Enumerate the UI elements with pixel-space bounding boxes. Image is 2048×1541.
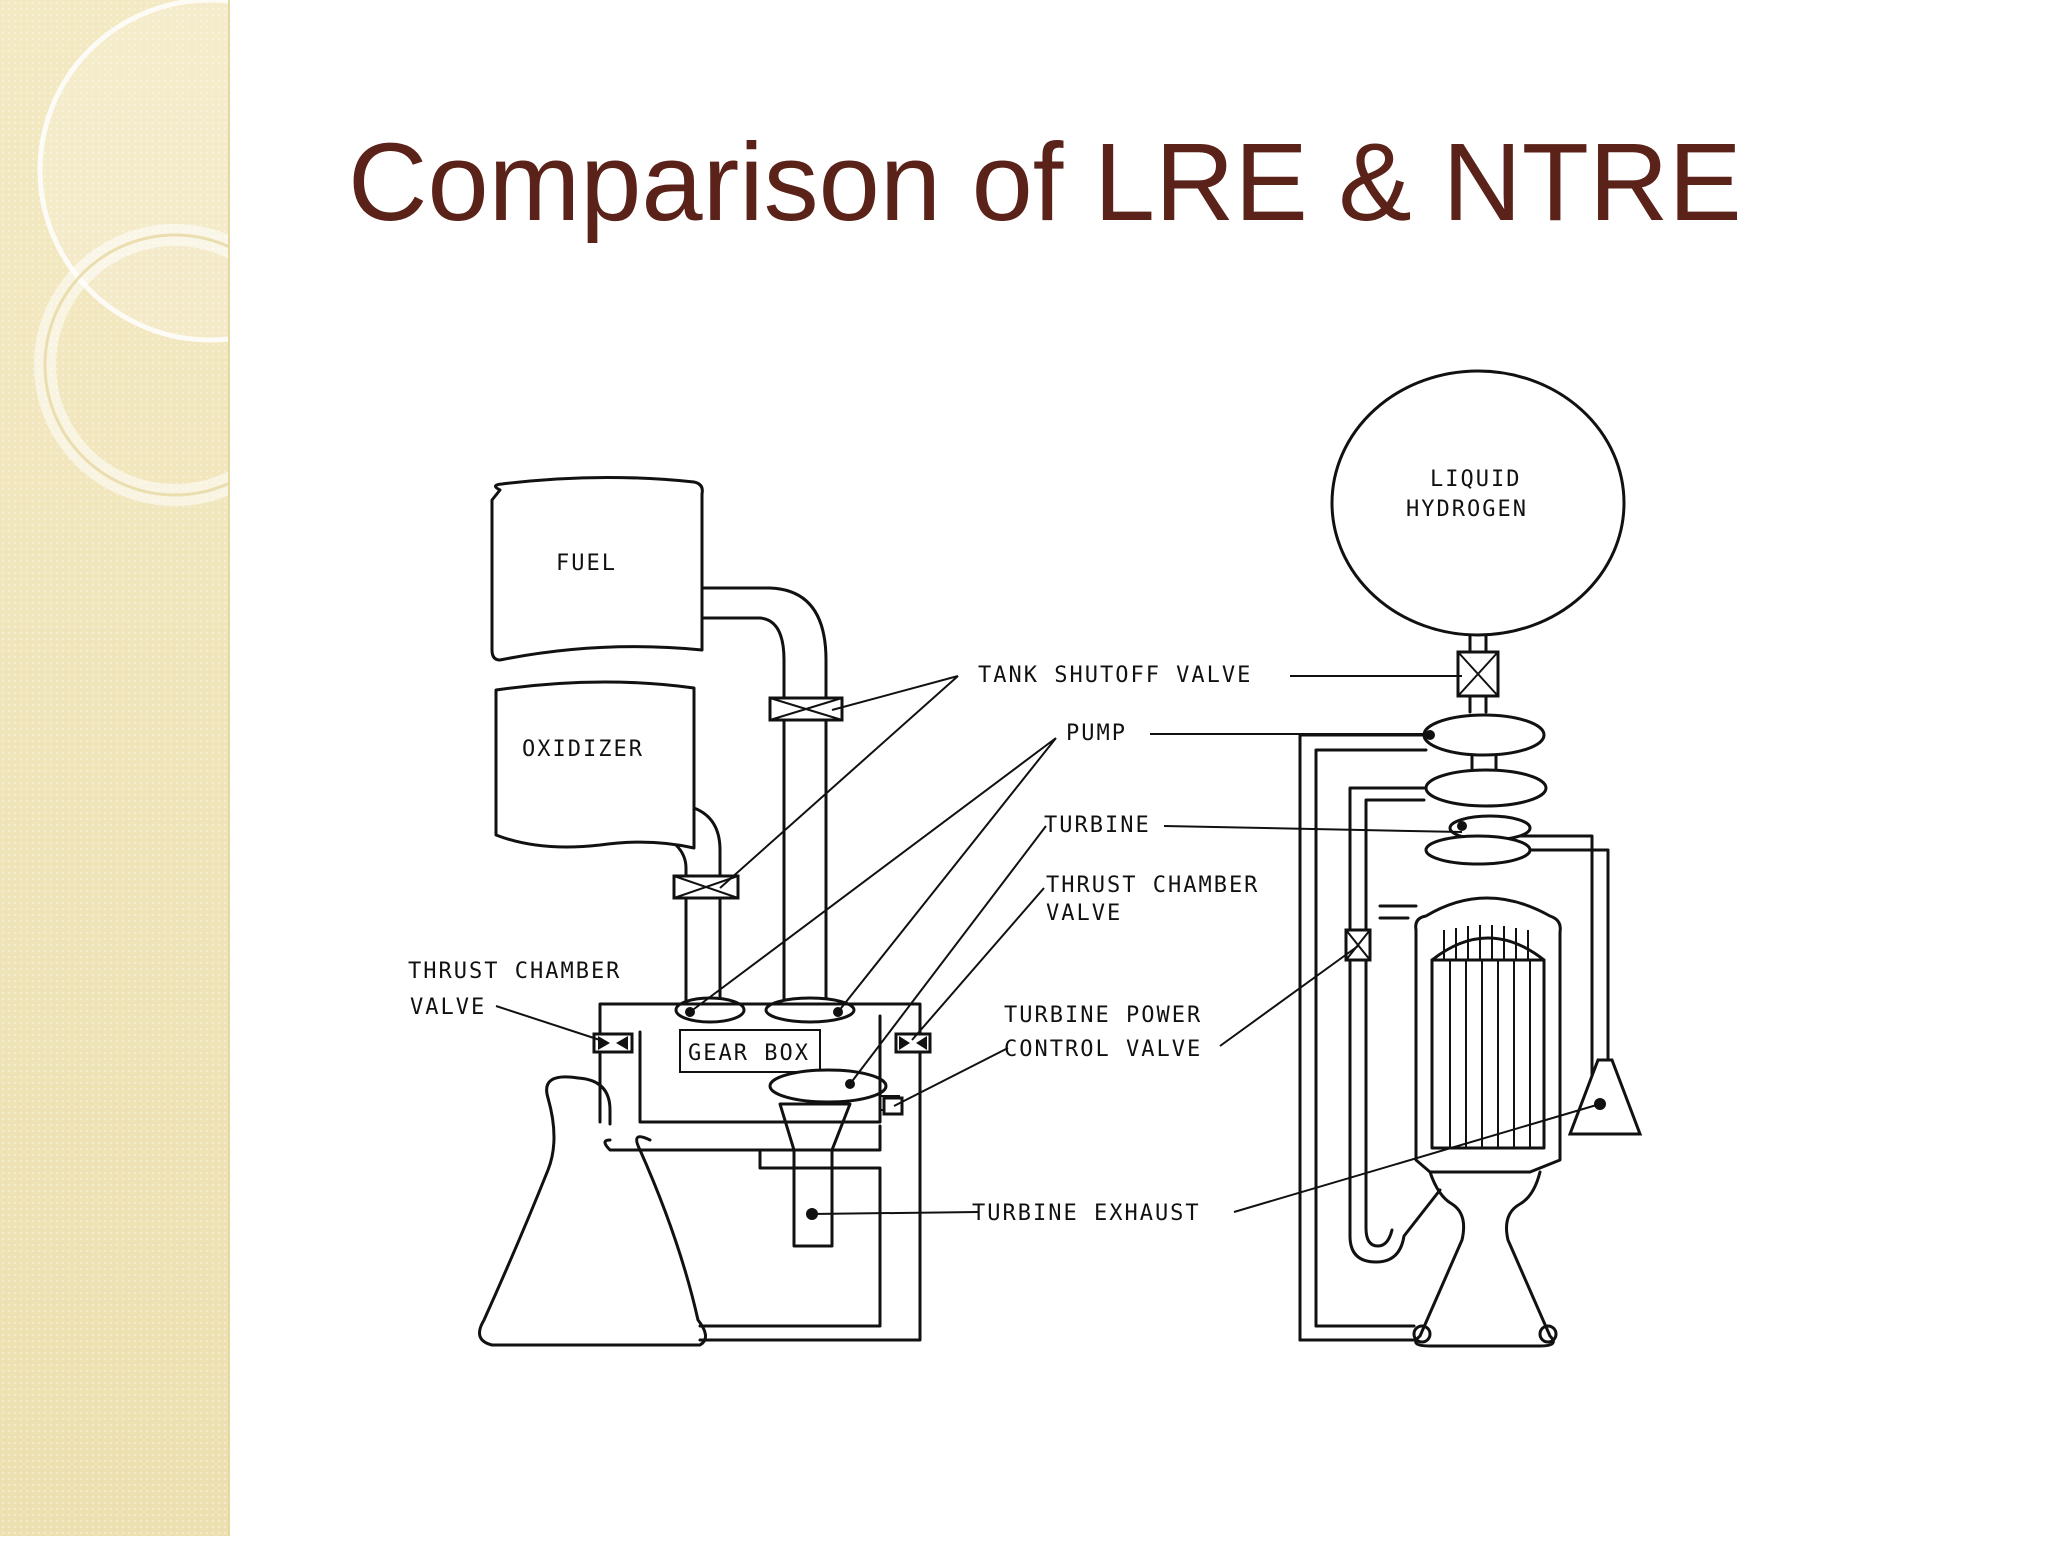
- gear-box-label: GEAR BOX: [688, 1041, 810, 1066]
- turbine-power-control-valve-label-line1: TURBINE POWER: [1004, 1003, 1202, 1028]
- ntre-turbine: [1424, 834, 1532, 866]
- thrust-chamber-valve-label-line1: THRUST CHAMBER: [1046, 873, 1259, 898]
- sidebar-decoration: [0, 0, 383, 1536]
- reactor-vessel: [1414, 896, 1562, 1174]
- liquid-hydrogen-label-line1: LIQUID: [1430, 467, 1521, 492]
- oxidizer-tank: [494, 680, 696, 850]
- liquid-hydrogen-label-line2: HYDROGEN: [1406, 497, 1528, 522]
- tank-shutoff-valve-label: TANK SHUTOFF VALVE: [978, 663, 1252, 688]
- lre-engine: [478, 475, 932, 1347]
- lre-turbine: [768, 1068, 888, 1104]
- liquid-hydrogen-tank: [1330, 369, 1626, 637]
- lre-thrust-chamber-valve-label-line2: VALVE: [410, 995, 486, 1020]
- turbine-power-control-valve-label-line2: CONTROL VALVE: [1004, 1037, 1202, 1062]
- lre-thrust-chamber-valve-left: [592, 1032, 634, 1054]
- turbine-exhaust-duct: [778, 1102, 852, 1248]
- ntre-nozzle: [1414, 1170, 1555, 1348]
- lre-thrust-chamber-valve-right: [894, 1032, 932, 1054]
- fuel-tank: [490, 475, 704, 662]
- reactor-core: [1430, 958, 1546, 1150]
- turbine-label: TURBINE: [1044, 813, 1151, 838]
- ntre-turbine-upper: [1424, 768, 1548, 808]
- pump-label: PUMP: [1066, 721, 1127, 746]
- page-title: Comparison of LRE & NTRE: [348, 121, 1742, 244]
- fuel-tank-label: FUEL: [556, 551, 617, 576]
- thrust-chamber-valve-label-line2: VALVE: [1046, 901, 1122, 926]
- turbine-power-control-valve-lre: [882, 1096, 904, 1116]
- diagram-labels: FUEL OXIDIZER LIQUID HYDROGEN GEAR BOX T…: [408, 467, 1528, 1226]
- leader-lines: [495, 675, 1601, 1215]
- lre-thrust-chamber-valve-label-line1: THRUST CHAMBER: [408, 959, 621, 984]
- gear-box: [679, 1029, 821, 1073]
- lre-nozzle: [478, 1075, 707, 1347]
- turbine-exhaust-label: TURBINE EXHAUST: [972, 1201, 1201, 1226]
- oxidizer-line: [692, 806, 722, 1002]
- oxidizer-tank-label: OXIDIZER: [522, 737, 644, 762]
- fuel-line: [700, 586, 828, 1012]
- ntre-engine: [1298, 369, 1643, 1348]
- ntre-pump: [1422, 713, 1546, 757]
- ntre-turbine-exhaust: [1567, 1058, 1643, 1136]
